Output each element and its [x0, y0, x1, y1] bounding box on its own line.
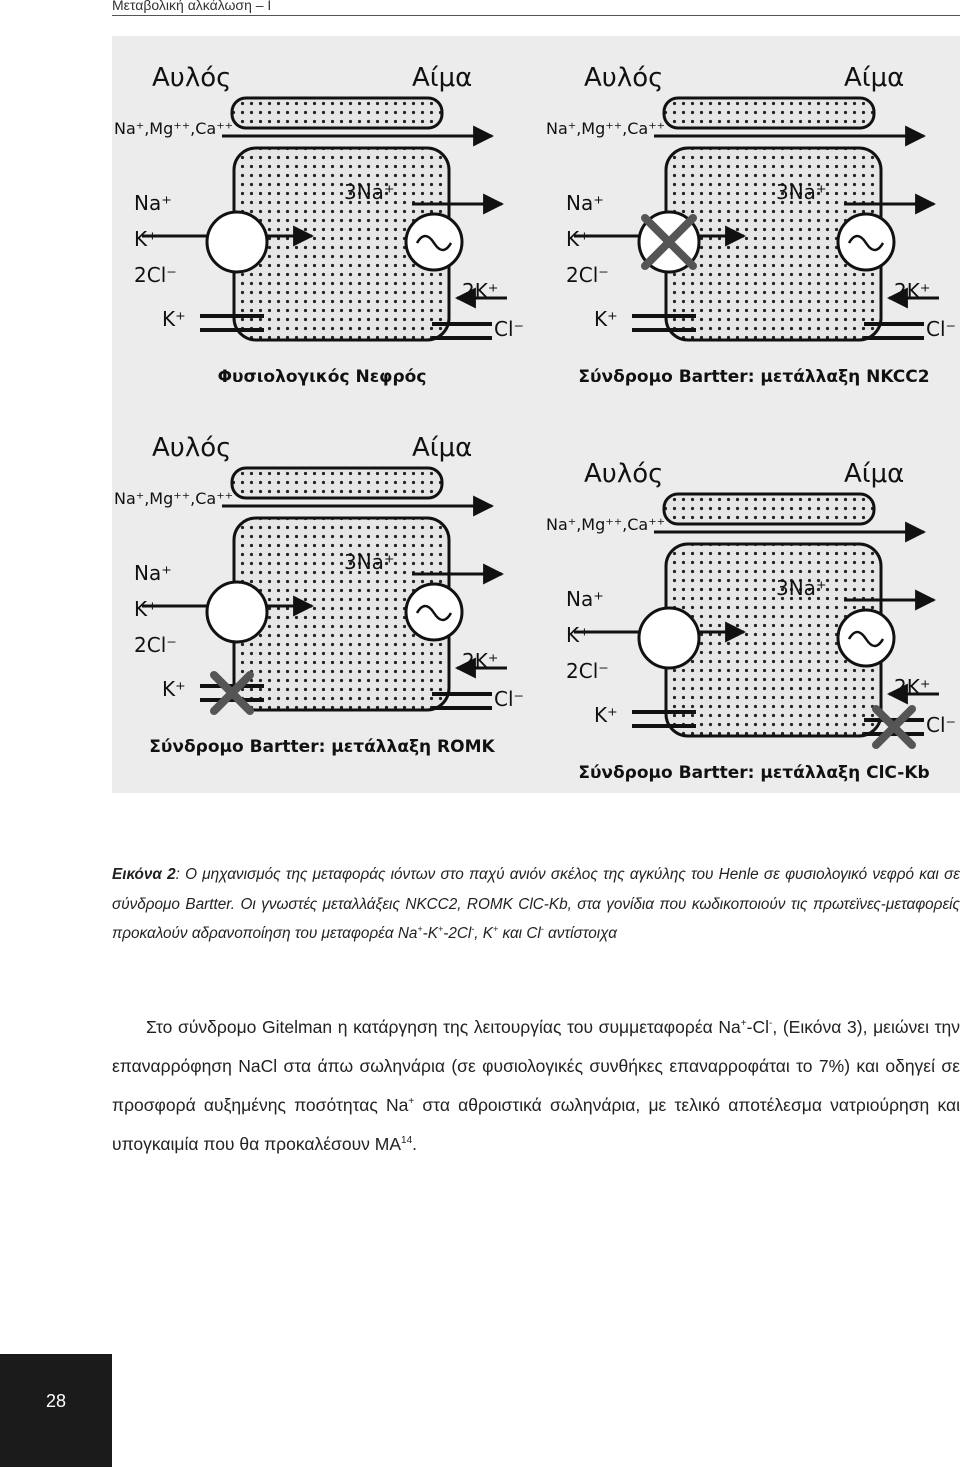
adjacent-cell	[664, 494, 874, 524]
cl2-label: 2Cl⁻	[134, 263, 177, 287]
adjacent-cell	[664, 98, 874, 128]
k-label: K⁺	[566, 227, 590, 251]
caption-label: Εικόνα 2	[112, 866, 176, 883]
adjacent-cell	[232, 468, 442, 498]
blood-label: Αίμα	[844, 63, 904, 93]
page-number: 28	[0, 1391, 112, 1412]
pump-na-label: 3Na⁺	[344, 180, 395, 204]
na-label: Na⁺	[134, 191, 172, 215]
clckb-blocked-cross	[876, 709, 912, 745]
tubule-lumen-label: Αυλός	[152, 63, 231, 93]
pump-na-label: 3Na⁺	[776, 180, 827, 204]
blood-label: Αίμα	[412, 433, 472, 463]
pump-k-label: 2K⁺	[894, 675, 930, 699]
clckb-cl-label: Cl⁻	[926, 713, 956, 737]
romk-k-label: K⁺	[594, 703, 618, 727]
panel-title: Σύνδρομο Bartter: μετάλλαξη ClC-Kb	[578, 763, 929, 783]
cl2-label: 2Cl⁻	[566, 263, 609, 287]
k-label: K⁺	[566, 623, 590, 647]
k-label: K⁺	[134, 597, 158, 621]
reference-sup: 14	[401, 1135, 412, 1146]
pump-k-label: 2K⁺	[462, 649, 498, 673]
body-text: -Cl	[747, 1017, 769, 1037]
caption-text: -2Cl	[443, 925, 471, 942]
cl2-label: 2Cl⁻	[566, 659, 609, 683]
adjacent-cell	[232, 98, 442, 128]
romk-k-label: K⁺	[162, 307, 186, 331]
tubule-lumen-label: Αυλός	[584, 63, 663, 93]
header-rule	[112, 15, 960, 16]
panel-title: Σύνδρομο Bartter: μετάλλαξη ROMK	[149, 737, 495, 757]
clckb-cl-label: Cl⁻	[494, 317, 524, 341]
paracellular-ions-label: Na⁺,Mg⁺⁺,Ca⁺⁺	[546, 515, 665, 534]
paracellular-ions-label: Na⁺,Mg⁺⁺,Ca⁺⁺	[114, 119, 233, 138]
running-header: Μεταβολική αλκάλωση – Ι	[112, 0, 271, 13]
paracellular-ions-label: Na⁺,Mg⁺⁺,Ca⁺⁺	[114, 489, 233, 508]
pump-k-label: 2K⁺	[894, 279, 930, 303]
na-label: Na⁺	[566, 587, 604, 611]
nkcc2-transporter	[207, 212, 267, 272]
blood-label: Αίμα	[412, 63, 472, 93]
figure-caption: Εικόνα 2: Ο μηχανισμός της μεταφοράς ιόν…	[112, 860, 960, 949]
body-text: Στο σύνδρομο Gitelman η κατάργηση της λε…	[146, 1017, 741, 1037]
tubule-lumen-label: Αυλός	[152, 433, 231, 463]
clckb-cl-label: Cl⁻	[494, 687, 524, 711]
panel-title: Φυσιολογικός Νεφρός	[218, 367, 427, 387]
body-paragraph: Στο σύνδρομο Gitelman η κατάργηση της λε…	[112, 1008, 960, 1164]
blood-label: Αίμα	[844, 459, 904, 489]
cl2-label: 2Cl⁻	[134, 633, 177, 657]
pump-k-label: 2K⁺	[462, 279, 498, 303]
na-label: Na⁺	[134, 561, 172, 585]
caption-text: , K	[474, 925, 493, 942]
nkcc2-transporter	[207, 582, 267, 642]
k-label: K⁺	[134, 227, 158, 251]
paracellular-ions-label: Na⁺,Mg⁺⁺,Ca⁺⁺	[546, 119, 665, 138]
romk-k-label: K⁺	[162, 677, 186, 701]
body-text: .	[412, 1134, 417, 1154]
nkcc2-transporter	[639, 608, 699, 668]
pump-na-label: 3Na⁺	[344, 550, 395, 574]
clckb-cl-label: Cl⁻	[926, 317, 956, 341]
caption-text: αντίστοιχα	[544, 925, 617, 942]
na-label: Na⁺	[566, 191, 604, 215]
caption-text: και Cl	[498, 925, 541, 942]
panel-title: Σύνδρομο Bartter: μετάλλαξη NKCC2	[578, 367, 929, 387]
tubule-lumen-label: Αυλός	[584, 459, 663, 489]
romk-k-label: K⁺	[594, 307, 618, 331]
caption-text: -K	[423, 925, 438, 942]
pump-na-label: 3Na⁺	[776, 576, 827, 600]
